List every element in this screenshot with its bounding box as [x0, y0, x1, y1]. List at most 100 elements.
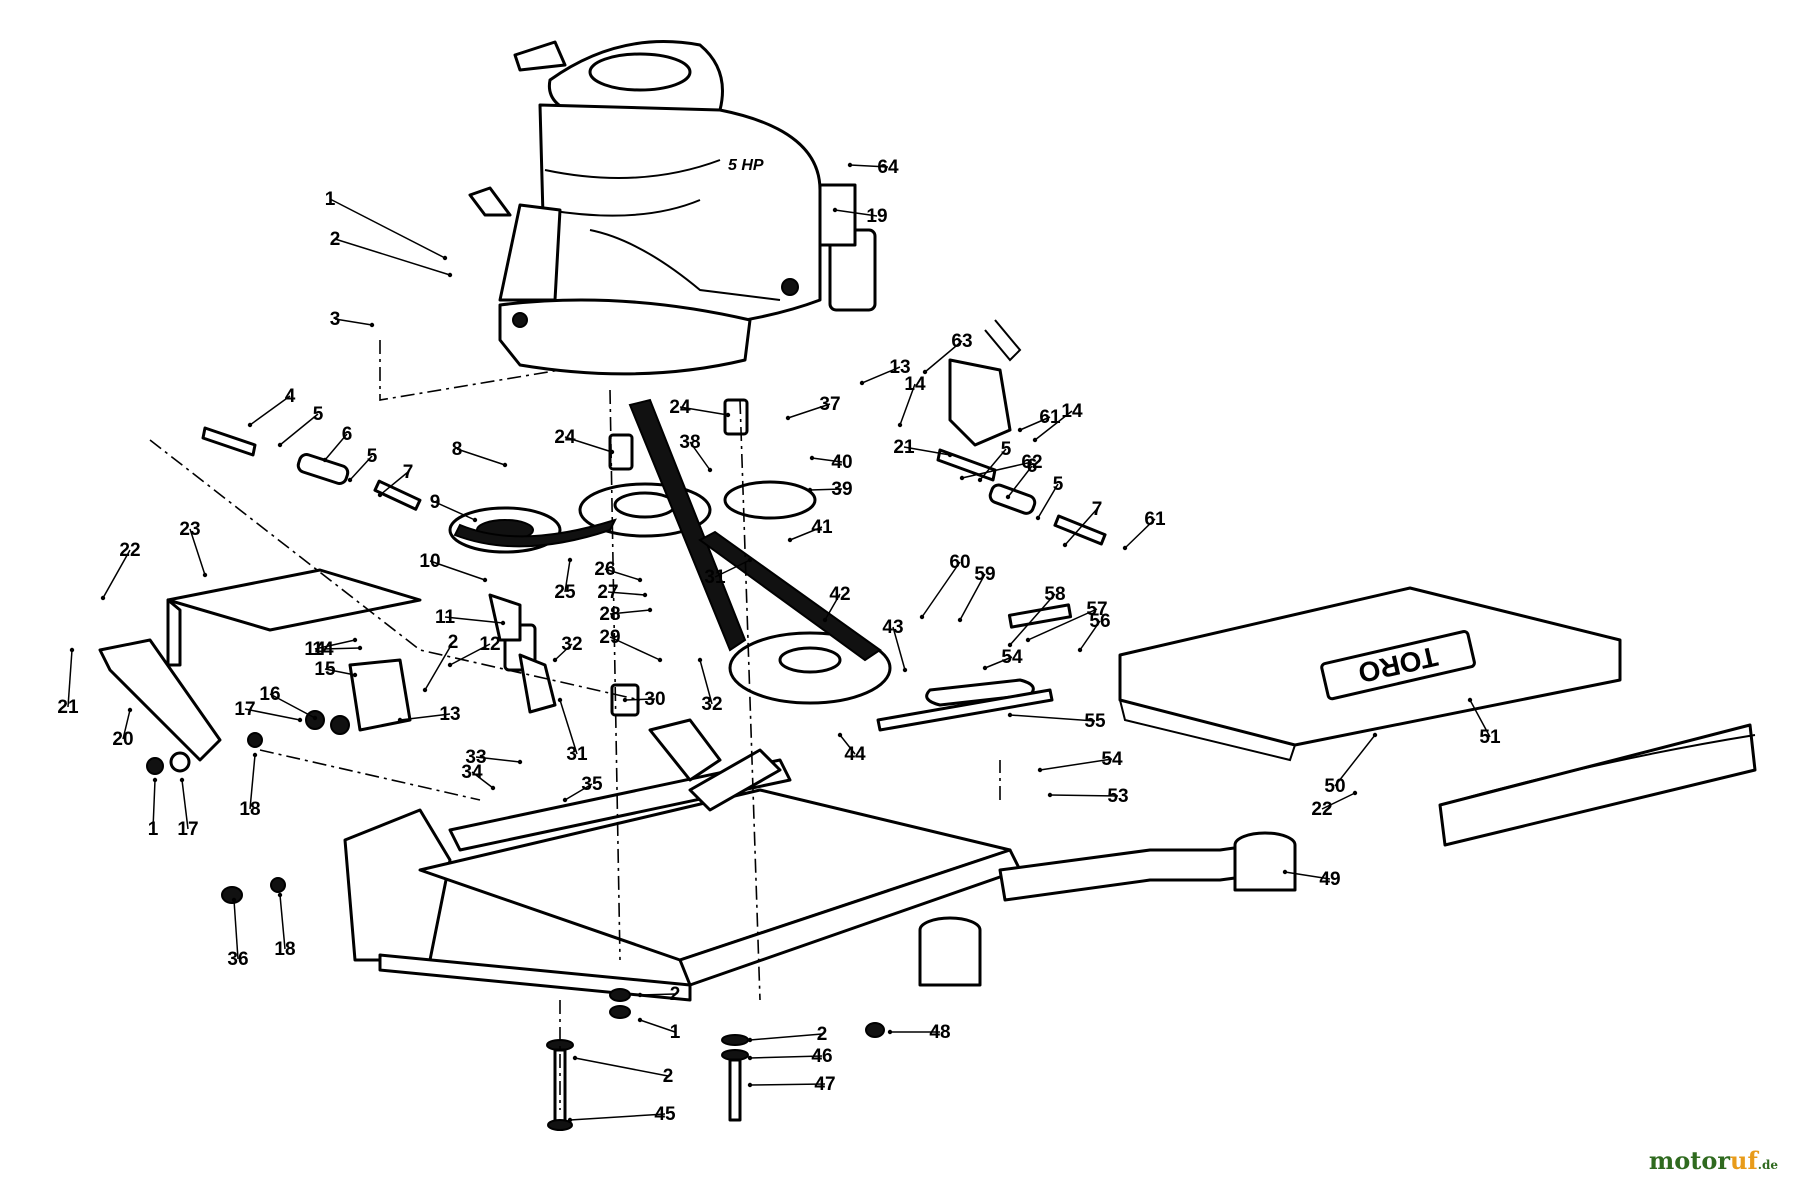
leader-dot: [957, 617, 963, 623]
callout-label: 2: [330, 229, 341, 250]
leader-line: [607, 591, 646, 596]
leader-line: [429, 560, 486, 581]
leader-line: [839, 734, 856, 755]
leader-dot: [490, 785, 496, 791]
leader-line: [979, 448, 1007, 481]
leader-line: [554, 643, 573, 661]
callout-label: 29: [599, 627, 620, 648]
leader-dot: [947, 452, 953, 458]
callout-label: 17: [234, 699, 255, 720]
leader-line: [314, 639, 356, 650]
callout-label: 37: [819, 394, 840, 415]
leader-line: [324, 668, 356, 676]
leader-dot: [1035, 515, 1041, 521]
leader-dot: [902, 667, 908, 673]
leader-line: [679, 406, 729, 416]
linkage-rods: [201, 319, 1107, 732]
leader-line: [834, 209, 878, 217]
callout-label: 15: [314, 659, 336, 680]
callout-label: 47: [814, 1074, 835, 1095]
leader-dot: [1017, 427, 1023, 433]
leader-dot: [1122, 545, 1128, 551]
callout-label: 51: [1479, 727, 1501, 748]
leader-line: [444, 616, 504, 624]
leader-dot: [787, 537, 793, 543]
leader-line: [1064, 508, 1098, 546]
leader-dot: [352, 637, 358, 643]
leader-line: [639, 1019, 676, 1033]
callout-label: 21: [893, 437, 915, 458]
mower-frame: [343, 718, 1297, 1002]
callout-label: 56: [1089, 611, 1110, 632]
leader-dot: [1467, 697, 1473, 703]
leader-dot: [977, 477, 983, 483]
leader-line: [961, 461, 1033, 479]
leader-line: [449, 643, 491, 666]
callout-label: 60: [949, 552, 970, 573]
leader-line: [1039, 758, 1113, 771]
leader-line: [1034, 410, 1073, 441]
callout-label: 32: [561, 634, 582, 655]
leader-line: [322, 647, 361, 650]
leader-dot: [847, 162, 853, 168]
callout-label: 11: [435, 607, 456, 628]
drive-belt-system: [448, 398, 892, 717]
leader-dot: [622, 697, 628, 703]
leader-dot: [1025, 637, 1031, 643]
leader-dot: [502, 462, 508, 468]
side-panel: [1438, 723, 1757, 847]
callout-label: 3: [330, 309, 341, 330]
callout-label: 2: [663, 1066, 674, 1087]
leader-dot: [252, 752, 258, 758]
leader-line: [924, 340, 963, 373]
leader-dot: [557, 697, 563, 703]
leader-dot: [297, 717, 303, 723]
callout-label: 44: [844, 744, 866, 765]
callout-label: 33: [465, 747, 486, 768]
callout-label: 50: [1324, 776, 1345, 797]
leader-line: [1284, 871, 1331, 880]
leader-line: [1009, 593, 1056, 646]
leader-line: [921, 561, 961, 618]
leader-dot: [919, 614, 925, 620]
leader-dot: [747, 557, 753, 563]
callout-label: 6: [342, 424, 353, 445]
leader-line: [824, 593, 841, 621]
callout-label: 62: [1021, 452, 1042, 473]
leader-dot: [231, 897, 237, 903]
leader-line: [564, 436, 613, 453]
callout-label: 18: [274, 939, 295, 960]
leader-dot: [785, 415, 791, 421]
callout-label: 12: [479, 634, 500, 655]
callout-label: 34: [461, 762, 483, 783]
engine-assembly: 5 HP: [468, 40, 877, 376]
callout-label: 40: [831, 452, 852, 473]
callout-label: 39: [831, 479, 852, 500]
callout-label: 26: [594, 559, 615, 580]
callout-label: 17: [177, 819, 198, 840]
leader-line: [1027, 608, 1098, 641]
leader-line: [334, 318, 373, 326]
leader-dot: [859, 380, 865, 386]
callout-label: 5: [1001, 439, 1012, 460]
leader-dot: [567, 557, 573, 563]
leader-dot: [397, 717, 403, 723]
callout-label: 5: [367, 446, 378, 467]
leader-line: [244, 708, 301, 721]
callout-label: 14: [304, 639, 326, 660]
callout-label: 2: [817, 1024, 828, 1045]
callout-label: 14: [1061, 401, 1083, 422]
leader-dot: [1077, 647, 1083, 653]
callout-label: 14: [904, 374, 926, 395]
callout-label: 16: [259, 684, 280, 705]
callout-label: 45: [654, 1104, 676, 1125]
leader-line: [984, 656, 1013, 669]
leader-line: [1019, 416, 1051, 431]
leader-line: [559, 699, 578, 755]
callout-label: 6: [1027, 456, 1038, 477]
leader-dot: [422, 687, 428, 693]
leader-dot: [657, 657, 663, 663]
callout-label: 38: [679, 432, 700, 453]
leader-line: [1079, 620, 1101, 651]
leader-dot: [959, 475, 965, 481]
